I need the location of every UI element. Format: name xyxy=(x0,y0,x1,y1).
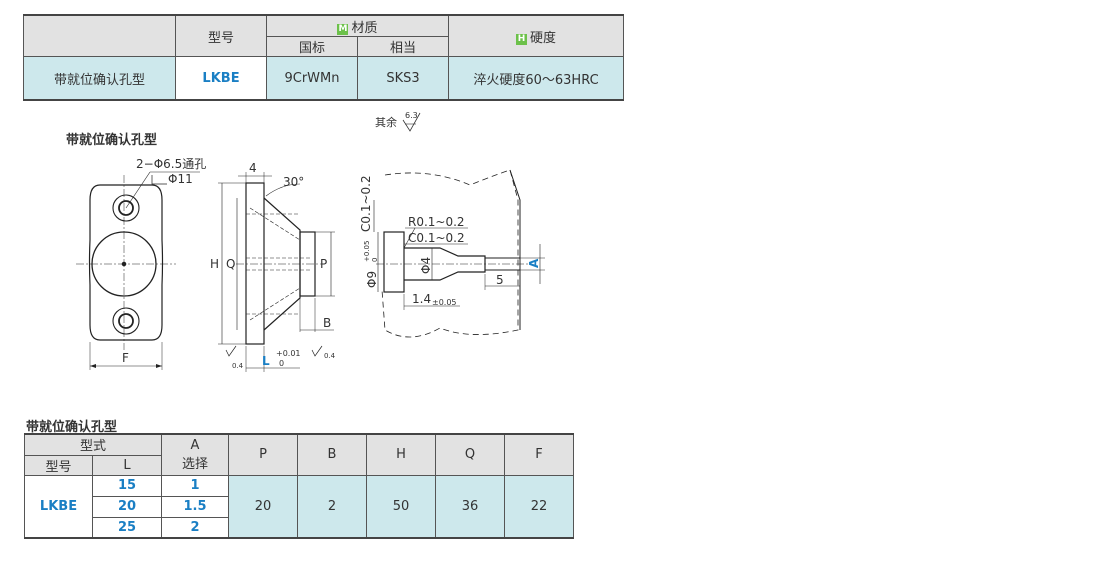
dim-B-label: B xyxy=(323,316,331,330)
drawing-title: 带就位确认孔型 xyxy=(66,133,158,148)
dim-H-label: H xyxy=(210,257,219,271)
spec-model-cell: LKBE xyxy=(175,56,267,101)
H-value: 50 xyxy=(366,474,436,539)
dia9-label: Φ9 xyxy=(365,271,379,288)
spec-eq-cell: SKS3 xyxy=(357,56,449,101)
spec-blank-header xyxy=(23,14,176,57)
hdr-F: F xyxy=(504,433,574,476)
hdr-form: 型式 xyxy=(24,433,162,456)
dia9-tol-lower: 0 xyxy=(371,258,379,262)
A-value: 1.5 xyxy=(161,495,229,518)
dim-F-label: F xyxy=(122,351,129,365)
Q-value: 36 xyxy=(435,474,505,539)
hardness-badge-icon: H xyxy=(515,33,527,45)
hdr-L: L xyxy=(92,454,162,476)
chamfer-top-label: C0.1~0.2 xyxy=(359,175,373,232)
spec-hardness-label: 硬度 xyxy=(529,30,556,46)
counterbore-note: Φ11 xyxy=(168,172,193,186)
side-view xyxy=(218,172,335,372)
hdr-B: B xyxy=(297,433,367,476)
table-title: 带就位确认孔型 xyxy=(26,420,118,435)
L-value: 15 xyxy=(92,474,162,497)
dim-14-tol: ±0.05 xyxy=(432,298,457,307)
hdr-model: 型号 xyxy=(24,454,93,476)
L-value: 25 xyxy=(92,516,162,539)
B-value: 2 xyxy=(297,474,367,539)
model-cell: LKBE xyxy=(24,474,93,539)
hdr-Q: Q xyxy=(435,433,505,476)
hole-note: 2−Φ6.5通孔 xyxy=(136,157,206,171)
chamfer-note: C0.1~0.2 xyxy=(408,231,465,245)
A-value: 1 xyxy=(161,474,229,497)
tol-L-upper: +0.01 xyxy=(276,349,301,358)
detail-view xyxy=(373,169,545,338)
tol-L-lower: 0 xyxy=(279,359,284,368)
dim-Q-label: Q xyxy=(226,257,235,271)
F-value: 22 xyxy=(504,474,574,539)
radius-note: R0.1~0.2 xyxy=(408,215,465,229)
roughness-symbol-icon xyxy=(402,112,421,132)
L-value: 20 xyxy=(92,495,162,518)
A-value: 2 xyxy=(161,516,229,539)
hdr-A-cell: A 选择 xyxy=(161,433,229,476)
spec-gb-header: 国标 xyxy=(266,36,358,57)
spec-gb-cell: 9CrWMn xyxy=(266,56,358,101)
spec-material-label: 材质 xyxy=(351,20,378,36)
roughness-value: 6.3 xyxy=(405,111,418,120)
hdr-A: A xyxy=(190,437,200,453)
angle-label: 30° xyxy=(283,175,304,189)
roughness-rest-label: 其余 xyxy=(375,115,397,129)
front-view xyxy=(76,171,200,370)
hdr-P: P xyxy=(228,433,298,476)
material-badge-icon: M xyxy=(337,23,349,35)
dim-A-label: A xyxy=(527,258,541,268)
hdr-A-sub: 选择 xyxy=(181,456,208,472)
dim-P-label: P xyxy=(320,257,327,271)
rough-left-value: 0.4 xyxy=(232,362,244,370)
dim-L-label: L xyxy=(262,354,270,368)
spec-type-cell: 带就位确认孔型 xyxy=(23,56,176,101)
hdr-H: H xyxy=(366,433,436,476)
P-value: 20 xyxy=(228,474,298,539)
dim-5-label: 5 xyxy=(496,273,504,287)
spec-hardness-cell: 淬火硬度60～63HRC xyxy=(448,56,624,101)
dia9-tol-upper: +0.05 xyxy=(363,241,371,262)
dim-14-label: 1.4 xyxy=(412,292,431,306)
dim-4-label: 4 xyxy=(249,161,257,175)
rough-right-value: 0.4 xyxy=(324,352,336,360)
dia4-label: Φ4 xyxy=(419,257,433,274)
spec-eq-header: 相当 xyxy=(357,36,449,57)
